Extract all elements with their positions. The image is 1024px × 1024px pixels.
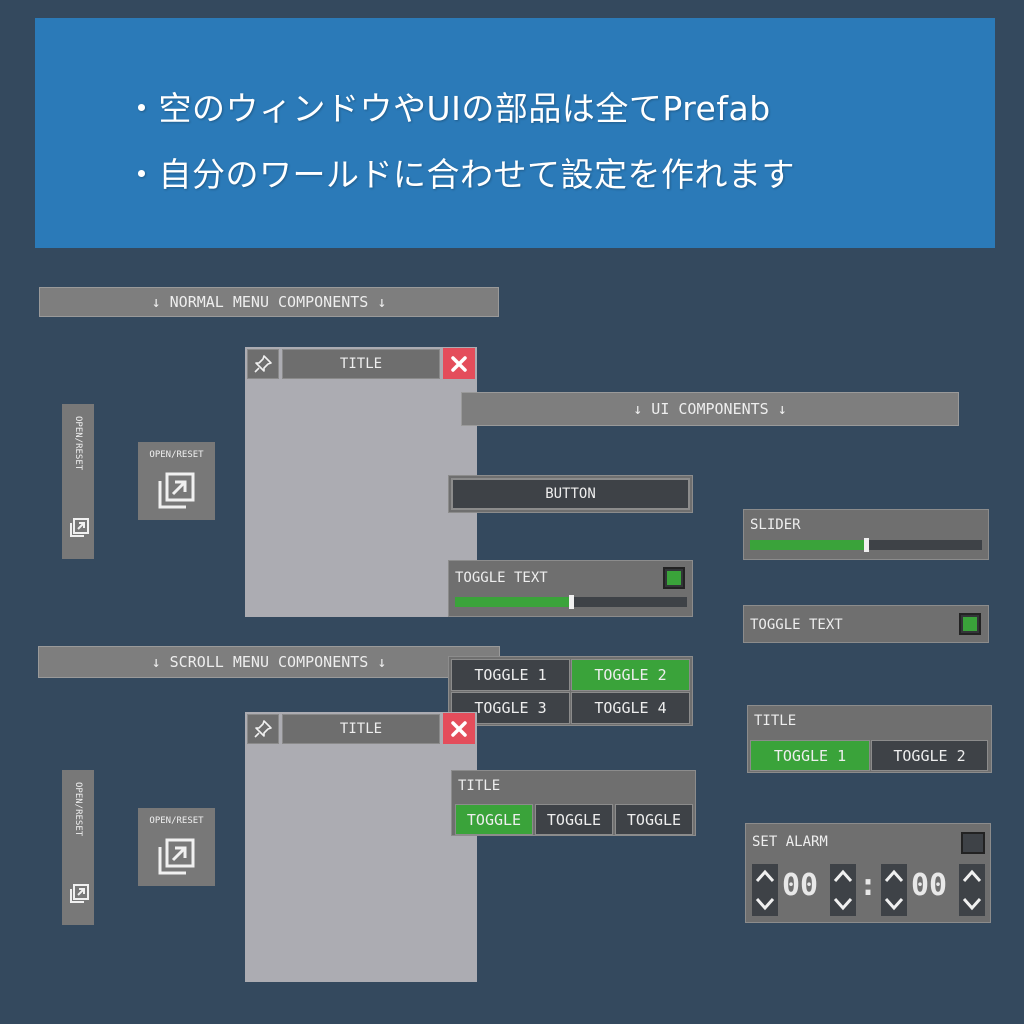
open-reset-label: OPEN/RESET <box>149 816 204 826</box>
titled-triple-title: TITLE <box>458 778 501 794</box>
open-reset-vertical[interactable]: OPEN/RESET <box>62 770 94 925</box>
toggle-grid-1[interactable]: TOGGLE 1 <box>451 659 570 691</box>
alarm-separator: : <box>859 868 878 903</box>
minutes-stepper-right[interactable] <box>959 864 985 916</box>
open-reset-icon <box>158 838 195 875</box>
window-close-button[interactable] <box>443 713 475 744</box>
titled-triple-toggle-3[interactable]: TOGGLE <box>615 804 693 835</box>
slider-track[interactable] <box>750 538 982 552</box>
titled-pair-title: TITLE <box>754 713 797 729</box>
minutes-stepper-left[interactable] <box>881 864 907 916</box>
toggle-slider-checkbox[interactable] <box>663 567 685 589</box>
banner-line-1: ・空のウィンドウやUIの部品は全てPrefab <box>125 89 771 128</box>
open-reset-icon <box>70 518 89 537</box>
pin-icon <box>254 355 272 373</box>
alarm-checkbox[interactable] <box>961 832 985 854</box>
ui-button[interactable]: BUTTON <box>451 478 690 510</box>
toggle-text-label: TOGGLE TEXT <box>750 617 843 633</box>
toggle-slider-track[interactable] <box>455 595 687 609</box>
button-panel: BUTTON <box>448 475 693 513</box>
open-reset-label: OPEN/RESET <box>73 782 83 837</box>
slider-fill <box>455 597 571 607</box>
banner-line-2: ・自分のワールドに合わせて設定を作れます <box>125 155 795 194</box>
open-reset-vertical[interactable]: OPEN/RESET <box>62 404 94 559</box>
window-title[interactable]: TITLE <box>282 349 440 379</box>
slider-handle[interactable] <box>864 538 869 552</box>
chevron-up-down-icon <box>884 869 904 911</box>
slider-handle[interactable] <box>569 595 574 609</box>
titled-toggle-pair: TITLE TOGGLE 1 TOGGLE 2 <box>747 705 992 773</box>
titled-pair-toggle-1[interactable]: TOGGLE 1 <box>750 740 870 771</box>
chevron-up-down-icon <box>833 869 853 911</box>
checkbox-checked <box>667 571 681 585</box>
titled-toggle-triple: TITLE TOGGLE TOGGLE TOGGLE <box>451 770 696 836</box>
slider-fill <box>750 540 866 550</box>
window-pin-button[interactable] <box>247 349 279 379</box>
chevron-up-down-icon <box>962 869 982 911</box>
toggle-slider-panel: TOGGLE TEXT <box>448 560 693 617</box>
toggle-grid-2[interactable]: TOGGLE 2 <box>571 659 690 691</box>
close-icon <box>451 720 467 737</box>
titled-triple-toggle-2[interactable]: TOGGLE <box>535 804 613 835</box>
window-scroll <box>245 712 477 982</box>
section-normal-menu: ↓ NORMAL MENU COMPONENTS ↓ <box>39 287 499 317</box>
open-reset-box[interactable]: OPEN/RESET <box>138 808 215 886</box>
hours-stepper-right[interactable] <box>830 864 856 916</box>
section-scroll-menu: ↓ SCROLL MENU COMPONENTS ↓ <box>38 646 500 678</box>
alarm-hours: 00 <box>782 868 819 903</box>
slider-panel: SLIDER <box>743 509 989 560</box>
toggle-slider-label: TOGGLE TEXT <box>455 570 548 586</box>
slider-label: SLIDER <box>750 517 801 533</box>
hours-stepper-left[interactable] <box>752 864 778 916</box>
open-reset-icon <box>70 884 89 903</box>
window-title[interactable]: TITLE <box>282 714 440 744</box>
open-reset-label: OPEN/RESET <box>149 450 204 460</box>
open-reset-box[interactable]: OPEN/RESET <box>138 442 215 520</box>
alarm-label: SET ALARM <box>752 834 828 850</box>
section-ui-components: ↓ UI COMPONENTS ↓ <box>461 392 959 426</box>
alarm-minutes: 00 <box>911 868 948 903</box>
close-icon <box>451 355 467 372</box>
titled-triple-toggle-1[interactable]: TOGGLE <box>455 804 533 835</box>
window-close-button[interactable] <box>443 348 475 379</box>
toggle-text-panel[interactable]: TOGGLE TEXT <box>743 605 989 643</box>
chevron-up-down-icon <box>755 869 775 911</box>
checkbox-checked <box>963 617 977 631</box>
toggle-grid-4[interactable]: TOGGLE 4 <box>571 692 690 724</box>
window-pin-button[interactable] <box>247 714 279 744</box>
toggle-text-checkbox[interactable] <box>959 613 981 635</box>
info-banner: ・空のウィンドウやUIの部品は全てPrefab ・自分のワールドに合わせて設定を… <box>35 18 995 248</box>
open-reset-label: OPEN/RESET <box>73 416 83 471</box>
pin-icon <box>254 720 272 738</box>
open-reset-icon <box>158 472 195 509</box>
titled-pair-toggle-2[interactable]: TOGGLE 2 <box>871 740 988 771</box>
alarm-panel: SET ALARM 00 : 00 <box>745 823 991 923</box>
toggle-grid: TOGGLE 1 TOGGLE 2 TOGGLE 3 TOGGLE 4 <box>448 656 693 726</box>
window-normal <box>245 347 477 617</box>
